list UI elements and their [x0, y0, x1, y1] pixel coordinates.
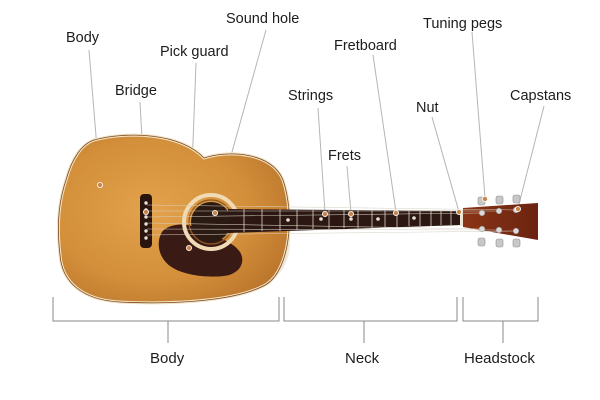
section-label-neck: Neck: [345, 350, 380, 367]
section-label-body: Body: [150, 350, 185, 367]
sound-hole-opening: [191, 202, 231, 242]
dot-strings: [321, 210, 328, 217]
pick-guard-shape: [158, 224, 243, 277]
guitar-headstock: [463, 194, 538, 248]
leader-tuning-pegs: [471, 31, 486, 199]
guitar-body: [56, 133, 291, 305]
label-nut: Nut: [416, 100, 439, 116]
label-fretboard: Fretboard: [334, 38, 397, 54]
dot-body: [97, 181, 104, 188]
dot-sound-hole: [211, 209, 218, 216]
fret-markers: [286, 216, 416, 222]
dot-nut: [455, 208, 462, 215]
dot-fretboard: [392, 209, 399, 216]
section-brackets: [52, 297, 539, 343]
body-edge: [58, 134, 290, 304]
leader-nut: [431, 116, 460, 213]
dot-bridge: [142, 208, 149, 215]
fretboard-shape: [228, 209, 462, 233]
dot-capstans: [515, 205, 522, 212]
bracket-neck: [283, 297, 458, 343]
leader-frets: [346, 165, 352, 214]
dot-pick-guard: [185, 244, 192, 251]
label-tuning-pegs: Tuning pegs: [423, 16, 503, 32]
dot-frets: [347, 210, 354, 217]
section-label-headstock: Headstock: [464, 350, 535, 367]
label-pick-guard: Pick guard: [160, 44, 229, 60]
label-capstans: Capstans: [510, 88, 572, 104]
leader-strings: [317, 107, 326, 214]
label-strings: Strings: [288, 88, 334, 104]
leader-capstans: [517, 105, 545, 209]
bracket-body: [52, 297, 280, 343]
bracket-headstock: [462, 297, 539, 343]
leader-fretboard: [372, 54, 397, 213]
dot-tuning-pegs: [481, 195, 488, 202]
label-sound-hole: Sound hole: [226, 11, 300, 27]
leader-lines: [88, 29, 545, 249]
pointer-dots: [97, 181, 522, 251]
label-body: Body: [66, 30, 100, 46]
nut-shape: [460, 210, 463, 226]
label-bridge: Bridge: [115, 83, 157, 99]
label-frets: Frets: [328, 148, 362, 164]
bridge-shape: [140, 194, 152, 248]
strings-group: [146, 204, 517, 236]
